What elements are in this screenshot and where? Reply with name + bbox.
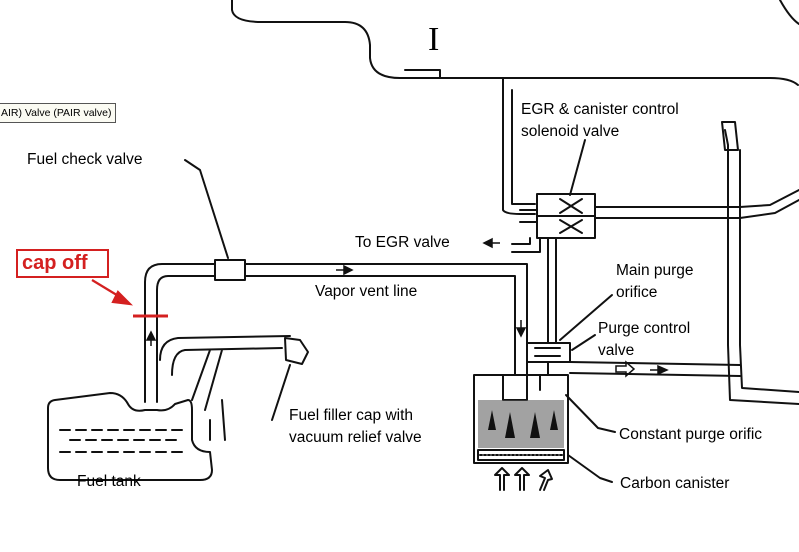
purge-control-valve xyxy=(526,342,571,363)
purge-out-arrow xyxy=(650,364,669,376)
down-canister-arrow xyxy=(515,320,527,338)
fuel-level xyxy=(59,429,186,453)
engine-marker: I xyxy=(428,21,440,58)
tank-vent-pipe xyxy=(144,263,216,403)
label-purge-control-line2: valve xyxy=(598,342,635,359)
leader-carbon-canister xyxy=(567,454,613,483)
label-main-purge-line2: orifice xyxy=(616,284,658,301)
intake-manifold xyxy=(231,0,799,86)
leader-main-purge xyxy=(559,294,613,341)
right-vacuum-hose-inner xyxy=(739,149,799,393)
leader-constant-purge xyxy=(565,394,616,433)
solenoid-coil-bottom xyxy=(559,219,583,234)
inlet-arrow-right xyxy=(539,469,553,491)
to-egr-arrow xyxy=(482,237,500,249)
label-fuel-tank: Fuel tank xyxy=(77,473,141,490)
cap-off-box xyxy=(16,249,109,278)
manifold-vacuum-hose xyxy=(502,77,536,215)
leader-egr-solenoid xyxy=(569,139,586,196)
label-vapor-vent-line: Vapor vent line xyxy=(315,283,418,300)
manifold-vacuum-hose-inner xyxy=(511,89,536,205)
solenoid-coil-top xyxy=(559,198,583,214)
label-egr-solenoid-line1: EGR & canister control xyxy=(521,101,679,118)
fuel-tank xyxy=(47,392,213,481)
cap-off-arrow-head xyxy=(111,290,134,306)
vapor-vent-line-bottom xyxy=(244,275,516,351)
filler-neck xyxy=(159,335,291,411)
fuel-check-valve xyxy=(214,259,246,281)
label-constant-purge: Constant purge orific xyxy=(619,426,763,443)
label-filler-cap-line2: vacuum relief valve xyxy=(289,429,422,446)
to-egr-branch xyxy=(511,237,541,253)
solenoid-to-purge-hose xyxy=(547,237,557,344)
purge-out-open-arrow xyxy=(615,360,636,378)
label-purge-control-line1: Purge control xyxy=(598,320,691,337)
label-fuel-check-valve: Fuel check valve xyxy=(27,151,143,168)
purge-outlet-line xyxy=(569,361,741,377)
intake-manifold-inner xyxy=(779,0,799,25)
label-to-egr-valve: To EGR valve xyxy=(355,234,450,251)
tank-pipe-arrow xyxy=(145,330,157,346)
carbon-canister xyxy=(473,374,569,464)
label-filler-cap-line1: Fuel filler cap with xyxy=(289,407,414,424)
vent-line-arrow xyxy=(336,264,354,276)
vapor-vent-line-top xyxy=(244,263,528,351)
cap-off-annotation xyxy=(91,279,168,318)
label-egr-solenoid-line2: solenoid valve xyxy=(521,123,620,140)
leader-purge-control xyxy=(571,334,596,351)
label-carbon-canister: Carbon canister xyxy=(620,475,730,492)
label-main-purge-line1: Main purge xyxy=(616,262,694,279)
solenoid-output-hose xyxy=(594,189,799,208)
cap-off-label: cap off xyxy=(22,252,88,274)
pair-valve-tooltip: AIR) Valve (PAIR valve) xyxy=(0,103,117,123)
canister-flow-arrows xyxy=(488,410,558,438)
flow-arrows xyxy=(145,237,669,378)
filler-neck-right xyxy=(209,399,226,441)
tank-vent-pipe-inner xyxy=(156,275,216,403)
filler-cap-leader xyxy=(271,364,291,421)
leader-fuel-check-valve xyxy=(184,159,229,259)
canister-filter xyxy=(477,449,565,461)
solenoid-stem xyxy=(519,209,538,223)
right-hose-clamp xyxy=(721,121,739,151)
right-vacuum-hose xyxy=(724,129,799,405)
solenoid-output-hose-inner xyxy=(594,199,799,219)
inlet-arrow-mid xyxy=(514,467,530,491)
fuel-filler-cap xyxy=(284,337,309,365)
inlet-arrow-left xyxy=(494,467,510,491)
manifold-port xyxy=(404,69,441,79)
